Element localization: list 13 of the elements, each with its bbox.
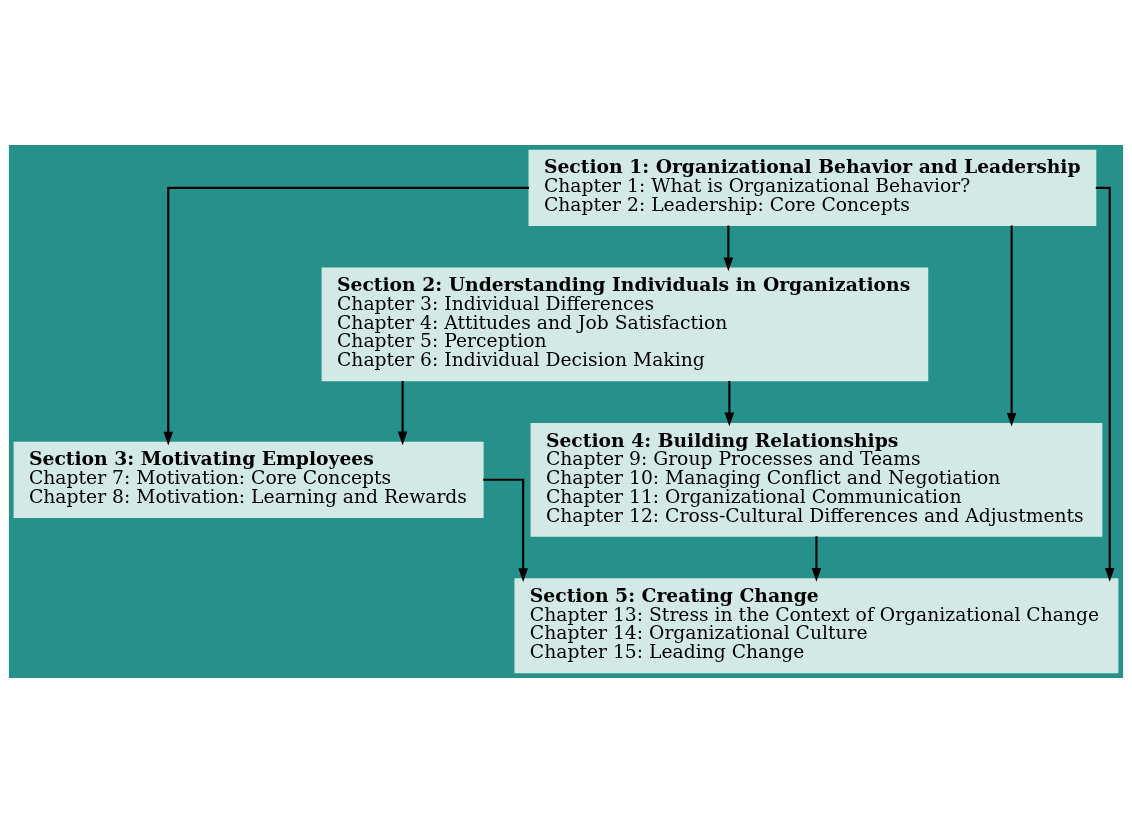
arrow (397, 380, 408, 445)
node-box: Section 3: Motivating Employees Chapter 7: Motivation: Core Concepts Chapter 8: Motivation: Learning and Rewards (13, 441, 484, 518)
arrow (1006, 224, 1017, 427)
arrow (723, 225, 734, 271)
node-box: Section 1: Organizational Behavior and Leadership Chapter 1: What is Organizational Behavior? Chapter 2: Leadership: Core Concepts (528, 149, 1097, 226)
arrow (483, 478, 528, 582)
arrow (163, 186, 529, 445)
node-box: Section 5: Creating Change Chapter 13: Stress in the Context of Organizational Change Chapter 14: Organizational Culture Chapter 15: Leading Change (514, 577, 1119, 673)
arrow (811, 535, 822, 582)
node-box: Section 2: Understanding Individuals in Organizations Chapter 3: Individual Differences Chapter 4: Attitudes and Job Satisfaction Chapter 5: Perception Chapter 6: Individual Decision Making (321, 267, 929, 381)
node-box: Section 4: Building Relationships Chapter 9: Group Processes and Teams Chapter 10: Managing Conflict and Negotiation Chapter 11: Organizational Communication Chapter 12: Cross-Cultural Differences and Adjustments (530, 422, 1103, 537)
arrow (724, 380, 735, 426)
arrow (1095, 186, 1115, 582)
